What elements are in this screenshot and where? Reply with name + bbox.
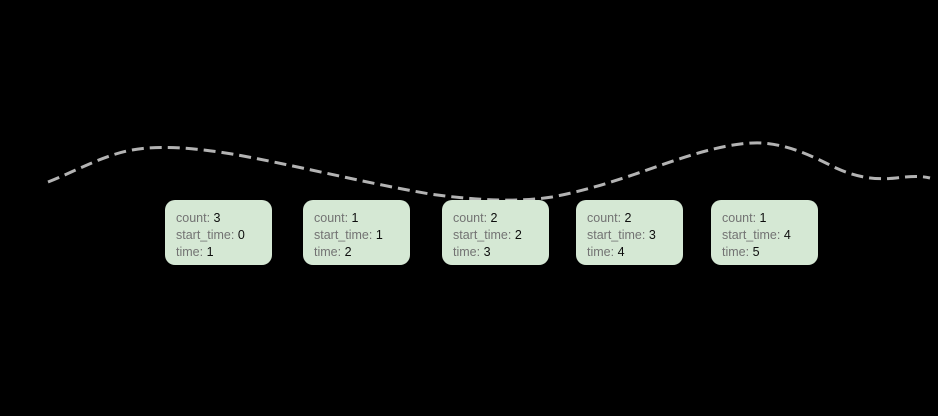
node-field-row: count: 1 (314, 210, 410, 227)
node-field-row: start_time: 1 (314, 227, 410, 244)
node-field-key: time: (176, 245, 204, 259)
node-field-key: count: (587, 211, 622, 225)
trend-curve-path (47, 141, 931, 202)
node-field-row: start_time: 3 (587, 227, 683, 244)
node-field-row: time: 3 (453, 244, 549, 261)
node-field-value: 0 (237, 228, 245, 242)
node-field-value: 2 (344, 245, 352, 259)
node-field-value: 2 (490, 211, 498, 225)
node-field-value: 4 (783, 228, 791, 242)
node-field-key: start_time: (176, 228, 235, 242)
node-field-key: time: (587, 245, 615, 259)
node-field-value: 1 (206, 245, 214, 259)
node-field-key: time: (453, 245, 481, 259)
node-field-key: count: (453, 211, 488, 225)
node-field-value: 1 (375, 228, 383, 242)
node-field-key: count: (722, 211, 757, 225)
node-field-value: 3 (483, 245, 491, 259)
node-field-row: count: 3 (176, 210, 272, 227)
node-field-row: time: 5 (722, 244, 818, 261)
node-field-key: time: (722, 245, 750, 259)
node-field-value: 3 (648, 228, 656, 242)
node-field-value: 2 (624, 211, 632, 225)
node-field-row: start_time: 4 (722, 227, 818, 244)
node-field-row: count: 1 (722, 210, 818, 227)
node-field-row: start_time: 0 (176, 227, 272, 244)
node-field-row: start_time: 2 (453, 227, 549, 244)
node-field-value: 5 (752, 245, 760, 259)
node-field-key: start_time: (587, 228, 646, 242)
node-field-key: start_time: (314, 228, 373, 242)
node-field-value: 3 (213, 211, 221, 225)
node-field-row: time: 2 (314, 244, 410, 261)
node-field-key: count: (176, 211, 211, 225)
node-field-key: start_time: (453, 228, 512, 242)
node-field-value: 4 (617, 245, 625, 259)
node-field-key: time: (314, 245, 342, 259)
node-field-value: 1 (759, 211, 767, 225)
node-field-row: count: 2 (453, 210, 549, 227)
node-field-value: 2 (514, 228, 522, 242)
node-field-value: 1 (351, 211, 359, 225)
node-field-row: time: 1 (176, 244, 272, 261)
node-field-key: start_time: (722, 228, 781, 242)
node-field-key: count: (314, 211, 349, 225)
node-field-row: time: 4 (587, 244, 683, 261)
node-field-row: count: 2 (587, 210, 683, 227)
